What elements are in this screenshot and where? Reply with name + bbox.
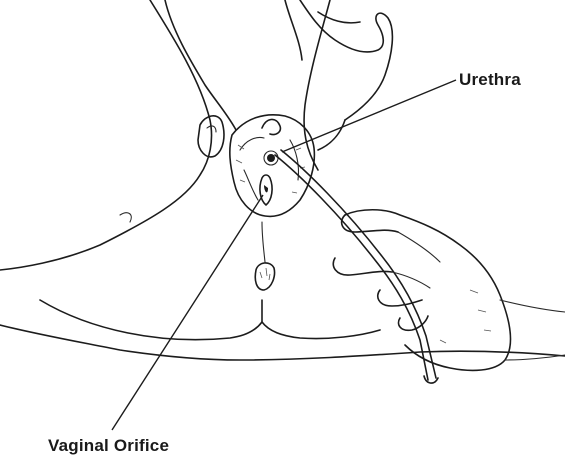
right-thigh-outline	[304, 0, 330, 170]
left-knee-outline	[165, 0, 236, 130]
buttocks-outline	[40, 300, 380, 340]
urethral-opening	[267, 154, 275, 162]
urethra-label: Urethra	[459, 70, 521, 90]
vaginal-orifice-leader-line	[112, 195, 263, 430]
vaginal-orifice-label: Vaginal Orifice	[48, 436, 169, 456]
labia-outline	[230, 115, 315, 217]
catheter-tube	[275, 155, 428, 380]
table-line	[0, 325, 565, 360]
anus	[255, 263, 274, 290]
perineum-line	[262, 222, 265, 262]
clitoral-hood	[262, 119, 280, 134]
